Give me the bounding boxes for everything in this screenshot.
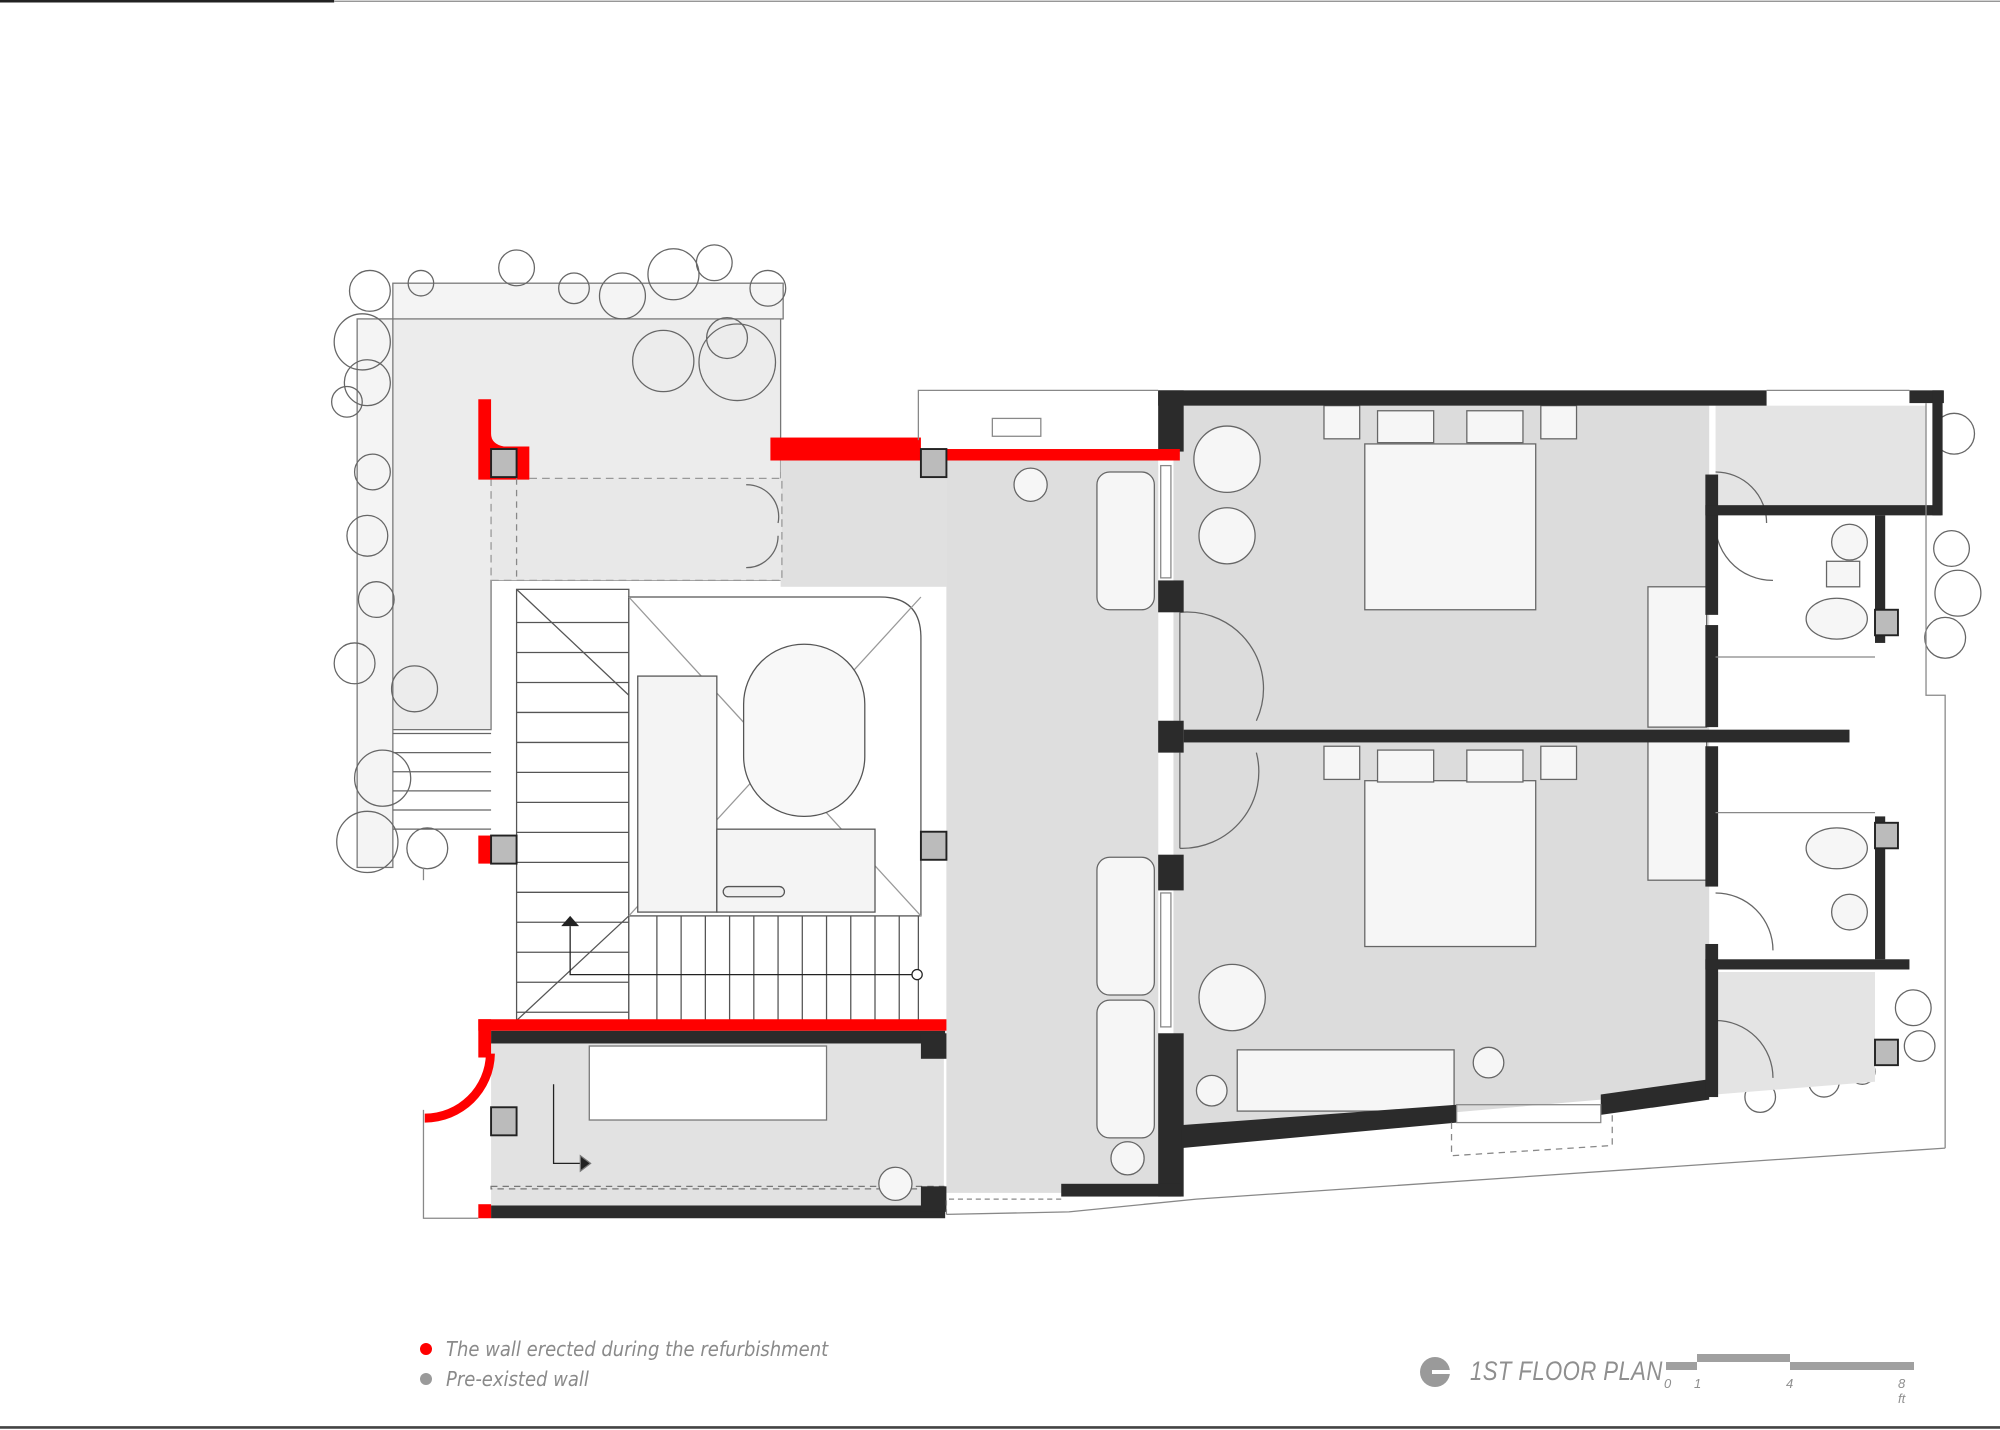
lower-staircase (490, 1045, 945, 1190)
furniture (878, 405, 1868, 1202)
staircase (515, 588, 920, 1022)
legend-label: Pre-existed wall (446, 1367, 589, 1391)
scale-label: 1 (1694, 1376, 1702, 1391)
scale-bar: 0 1 4 8 ft (1664, 1354, 1916, 1406)
existing-walls (491, 390, 1944, 1219)
plan-title: 1ST FLOOR PLAN (1420, 1356, 1663, 1387)
arrow-up-icon (561, 915, 923, 981)
scale-segment (1790, 1362, 1914, 1370)
scale-segment (1697, 1354, 1790, 1362)
living-area (628, 596, 922, 917)
scale-label: 8 ft (1898, 1376, 1906, 1406)
gray-dot-icon (420, 1373, 432, 1385)
legend-label: The wall erected during the refurbishmen… (446, 1337, 829, 1361)
legend: The wall erected during the refurbishmen… (420, 1334, 828, 1394)
structural-columns (490, 448, 1899, 1137)
scale-label: 4 (1786, 1376, 1794, 1391)
plan-title-text: 1ST FLOOR PLAN (1470, 1356, 1663, 1386)
scale-segment (1666, 1362, 1697, 1370)
scale-label: 0 (1664, 1376, 1672, 1391)
legend-item-new-wall: The wall erected during the refurbishmen… (420, 1334, 828, 1364)
red-dot-icon (420, 1343, 432, 1355)
north-arrow-icon (1420, 1356, 1450, 1387)
legend-item-existing-wall: Pre-existed wall (420, 1364, 828, 1394)
site-outlines (422, 389, 1946, 1219)
